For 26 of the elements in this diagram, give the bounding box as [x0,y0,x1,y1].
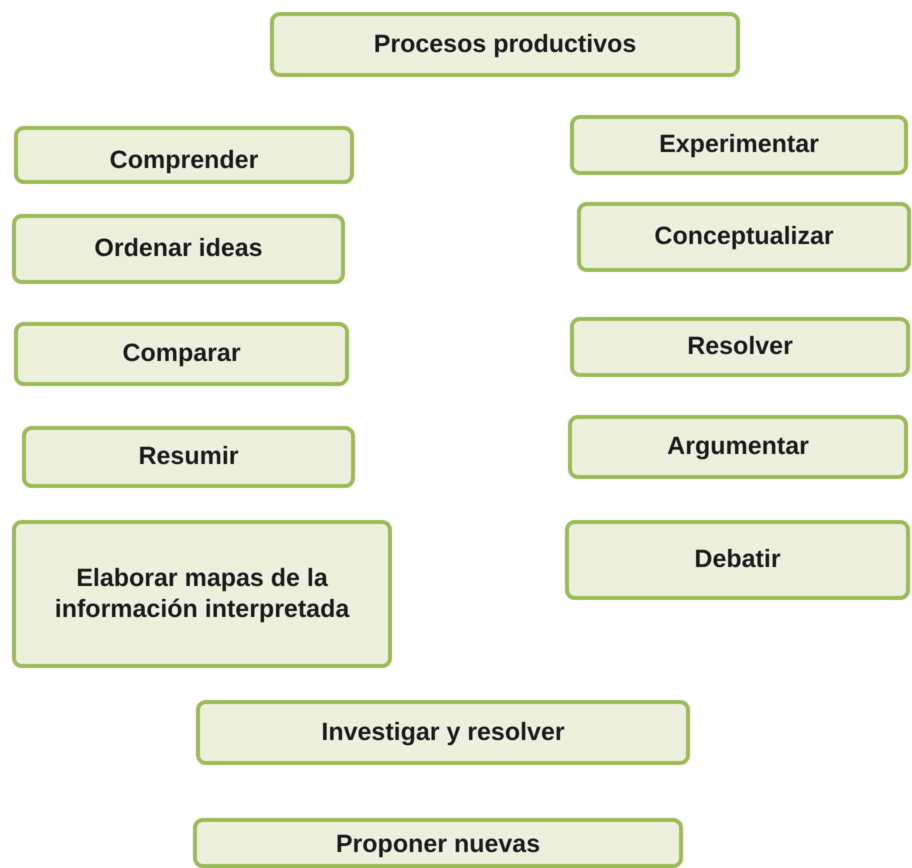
box-label: Resumir [138,441,239,472]
box-label: Comparar [122,338,241,370]
process-box [22,426,355,488]
box-label: Comprender [110,144,258,176]
box-label: Argumentar [667,431,809,462]
process-box [568,415,908,479]
process-box [12,214,345,284]
box-label: Resolver [687,331,793,362]
process-box [570,115,908,175]
box-label: Experimentar [659,129,819,160]
process-box [270,12,740,77]
box-label: Elaborar mapas de la información interpretada [54,562,350,625]
process-box [14,126,354,184]
box-label: Ordenar ideas [94,233,263,264]
process-box [196,700,690,765]
process-box [570,317,910,377]
process-box [577,202,911,272]
process-box [565,520,910,600]
box-label: Debatir [694,544,781,576]
box-label: Investigar y resolver [321,716,565,748]
box-label: Proponer nuevas [336,828,540,860]
box-label: Procesos productivos [374,28,636,60]
process-box [14,322,349,386]
process-box [12,520,392,668]
box-label: Conceptualizar [654,221,834,252]
process-box [193,818,683,868]
